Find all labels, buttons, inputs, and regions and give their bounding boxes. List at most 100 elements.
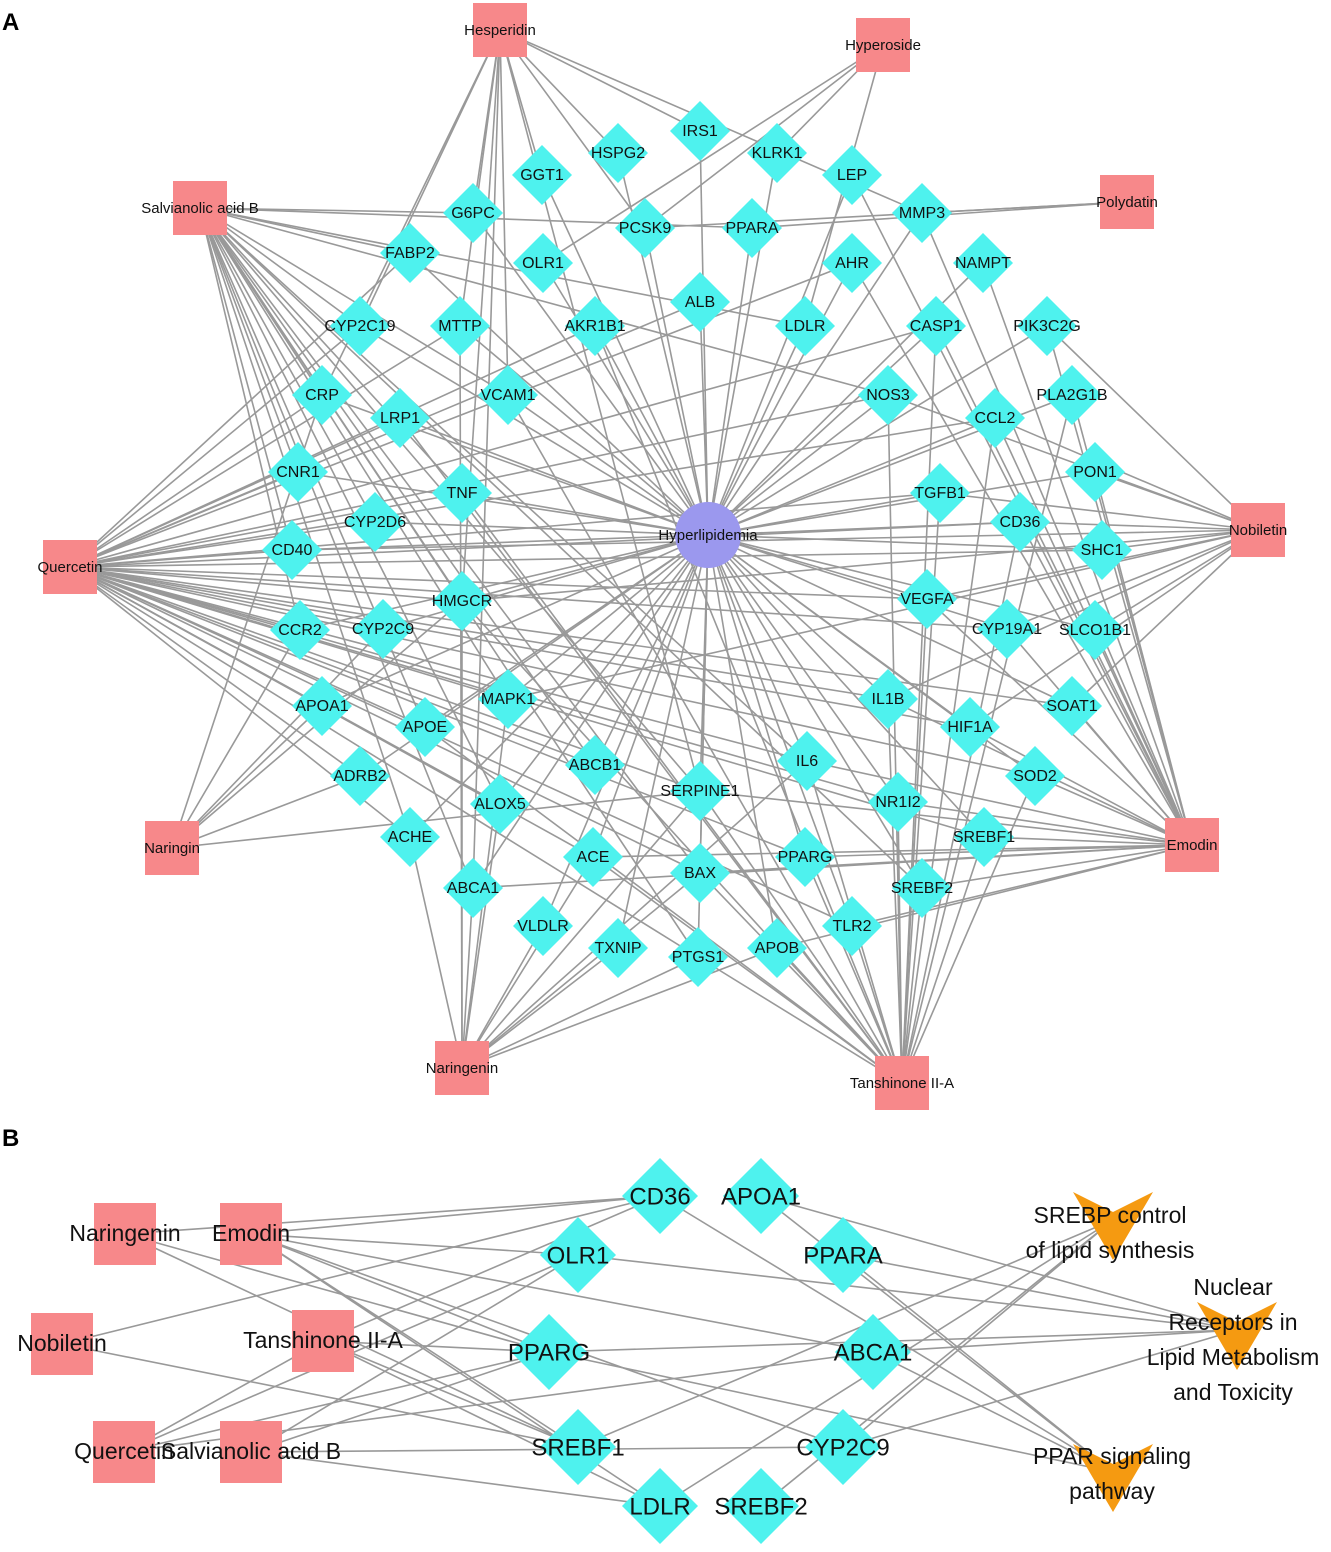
node-target-lep[interactable]: LEP (822, 145, 882, 205)
node-target-pik3c2g[interactable]: PIK3C2G (1013, 296, 1081, 356)
target-diamond (835, 1314, 911, 1390)
node-target-ccr2[interactable]: CCR2 (270, 600, 330, 660)
node-target-cd36[interactable]: CD36 (990, 492, 1050, 552)
node-target-mmp3[interactable]: MMP3 (892, 183, 952, 243)
node-target-sod2[interactable]: SOD2 (1005, 746, 1065, 806)
node-compound-quercetin[interactable]: Quercetin (37, 540, 103, 594)
node-target-abca1[interactable]: ABCA1 (443, 858, 503, 918)
node-target-nampt[interactable]: NAMPT (953, 233, 1013, 293)
node-disease-hyperlipidemia[interactable]: Hyperlipidemia (658, 502, 758, 568)
node-compound-hyperoside[interactable]: Hyperoside (845, 18, 921, 72)
node-b-target-ldlr[interactable]: LDLR (622, 1468, 698, 1544)
node-target-akr1b1[interactable]: AKR1B1 (564, 296, 626, 356)
node-target-txnip[interactable]: TXNIP (588, 918, 648, 978)
node-target-lrp1[interactable]: LRP1 (370, 388, 430, 448)
node-target-cyp2d6[interactable]: CYP2D6 (344, 492, 406, 552)
node-target-cyp2c9[interactable]: CYP2C9 (352, 599, 414, 659)
node-target-tnf[interactable]: TNF (432, 463, 492, 523)
node-b-target-srebf1[interactable]: SREBF1 (531, 1409, 625, 1485)
node-target-olr1[interactable]: OLR1 (513, 233, 573, 293)
node-compound-emodin[interactable]: Emodin (1165, 818, 1219, 872)
node-b-compound-tanshinone-ii-a[interactable] (292, 1310, 354, 1372)
node-b-compound-emodin[interactable] (220, 1203, 282, 1265)
node-target-klrk1[interactable]: KLRK1 (747, 123, 807, 183)
node-compound-salvianolic-acid-b[interactable]: Salvianolic acid B (141, 181, 259, 235)
node-target-cyp19a1[interactable]: CYP19A1 (972, 599, 1042, 659)
node-target-apoe[interactable]: APOE (395, 697, 455, 757)
node-target-nr1i2[interactable]: NR1I2 (868, 772, 928, 832)
node-target-g6pc[interactable]: G6PC (443, 183, 503, 243)
node-target-apob[interactable]: APOB (747, 918, 807, 978)
node-target-apoa1[interactable]: APOA1 (292, 676, 352, 736)
node-target-soat1[interactable]: SOAT1 (1042, 676, 1102, 736)
node-target-hmgcr[interactable]: HMGCR (432, 571, 492, 631)
node-target-ppara[interactable]: PPARA (722, 198, 782, 258)
node-target-hif1a[interactable]: HIF1A (940, 697, 1000, 757)
node-target-ace[interactable]: ACE (563, 827, 623, 887)
node-b-target-apoa1[interactable]: APOA1 (721, 1158, 801, 1234)
node-target-cyp2c19[interactable]: CYP2C19 (324, 296, 396, 356)
node-target-mapk1[interactable]: MAPK1 (478, 669, 538, 729)
node-target-ccl2[interactable]: CCL2 (965, 388, 1025, 448)
node-target-ggt1[interactable]: GGT1 (512, 145, 572, 205)
node-target-casp1[interactable]: CASP1 (906, 296, 966, 356)
node-b-target-olr1[interactable]: OLR1 (540, 1217, 616, 1293)
node-target-il1b[interactable]: IL1B (858, 669, 918, 729)
node-compound-naringenin[interactable]: Naringenin (426, 1041, 499, 1095)
node-target-cnr1[interactable]: CNR1 (268, 442, 328, 502)
node-target-mttp[interactable]: MTTP (430, 296, 490, 356)
node-target-alb[interactable]: ALB (670, 272, 730, 332)
node-target-adrb2[interactable]: ADRB2 (330, 746, 390, 806)
node-b-compound-salvianolic-acid-b[interactable] (220, 1421, 282, 1483)
node-compound-naringin[interactable]: Naringin (144, 821, 200, 875)
node-target-ldlr[interactable]: LDLR (775, 296, 835, 356)
node-compound-nobiletin[interactable]: Nobiletin (1229, 503, 1287, 557)
node-b-compound-naringenin[interactable] (94, 1203, 156, 1265)
node-target-cd40[interactable]: CD40 (262, 520, 322, 580)
node-b-target-cyp2c9[interactable]: CYP2C9 (796, 1409, 890, 1485)
node-b-compound-nobiletin[interactable] (31, 1313, 93, 1375)
node-target-vldlr[interactable]: VLDLR (513, 896, 573, 956)
node-target-shc1[interactable]: SHC1 (1072, 520, 1132, 580)
node-target-alox5[interactable]: ALOX5 (470, 774, 530, 834)
node-target-pcsk9[interactable]: PCSK9 (615, 198, 675, 258)
node-target-vegfa[interactable]: VEGFA (897, 569, 957, 629)
node-target-slco1b1[interactable]: SLCO1B1 (1059, 600, 1131, 660)
node-b-target-cd36[interactable]: CD36 (622, 1158, 698, 1234)
node-b-target-srebf2[interactable]: SREBF2 (714, 1468, 808, 1544)
node-target-vcam1[interactable]: VCAM1 (478, 365, 538, 425)
node-target-serpine1[interactable]: SERPINE1 (660, 761, 740, 821)
target-diamond (513, 233, 573, 293)
node-target-bax[interactable]: BAX (670, 843, 730, 903)
node-b-target-pparg[interactable]: PPARG (508, 1314, 590, 1390)
node-target-hspg2[interactable]: HSPG2 (588, 123, 648, 183)
node-target-tgfb1[interactable]: TGFB1 (910, 463, 970, 523)
node-b-target-abca1[interactable]: ABCA1 (834, 1314, 913, 1390)
edge-emodin-hif1a (969, 726, 1193, 846)
node-target-pon1[interactable]: PON1 (1065, 442, 1125, 502)
node-target-fabp2[interactable]: FABP2 (380, 223, 440, 283)
node-target-irs1[interactable]: IRS1 (670, 101, 730, 161)
node-target-nos3[interactable]: NOS3 (858, 365, 918, 425)
target-diamond (822, 896, 882, 956)
node-target-ptgs1[interactable]: PTGS1 (668, 927, 728, 987)
node-target-pla2g1b[interactable]: PLA2G1B (1036, 365, 1108, 425)
node-target-il6[interactable]: IL6 (777, 731, 837, 791)
node-target-srebf2[interactable]: SREBF2 (891, 858, 953, 918)
node-target-crp[interactable]: CRP (292, 365, 352, 425)
edge-hesperidin-pcsk9 (499, 29, 646, 229)
node-target-ahr[interactable]: AHR (822, 233, 882, 293)
node-target-ache[interactable]: ACHE (380, 807, 440, 867)
node-target-abcb1[interactable]: ABCB1 (565, 735, 625, 795)
node-compound-tanshinone-ii-a[interactable]: Tanshinone II-A (850, 1056, 954, 1110)
node-target-pparg[interactable]: PPARG (775, 827, 835, 887)
node-target-tlr2[interactable]: TLR2 (822, 896, 882, 956)
node-target-srebf1[interactable]: SREBF1 (953, 807, 1015, 867)
node-b-compound-quercetin[interactable] (93, 1421, 155, 1483)
node-compound-polydatin[interactable]: Polydatin (1096, 175, 1158, 229)
node-b-target-ppara[interactable]: PPARA (803, 1217, 883, 1293)
node-compound-hesperidin[interactable]: Hesperidin (464, 3, 536, 57)
